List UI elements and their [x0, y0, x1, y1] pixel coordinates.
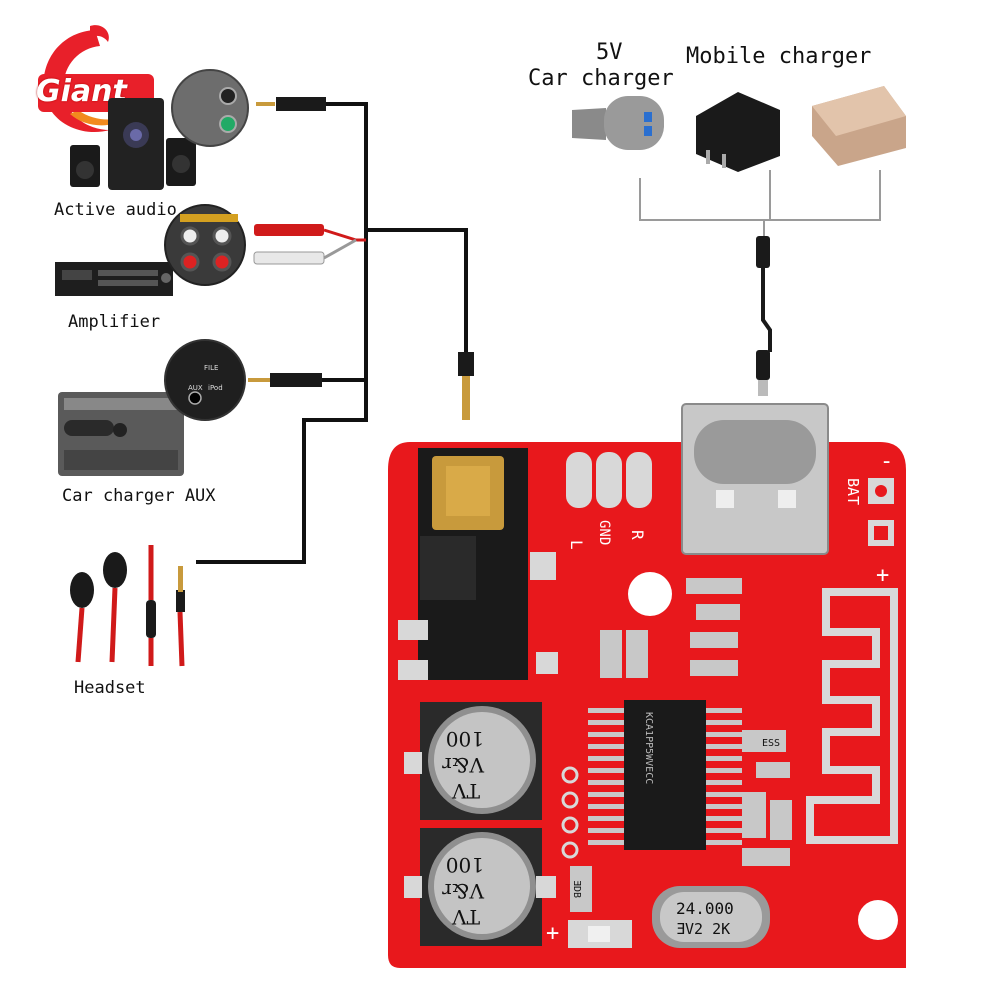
aux-panel-aux: AUX	[188, 384, 203, 392]
charger-wiring	[639, 170, 881, 240]
battery-plus-label: +	[876, 563, 889, 588]
crystal-freq: 24.000	[676, 899, 734, 918]
cap2-line1: TV	[452, 905, 480, 929]
label-active-audio: Active audio	[54, 200, 177, 220]
rca-panel	[164, 204, 246, 286]
chip-marking: KCA1PP5WVECC	[643, 712, 654, 784]
battery-minus-label: -	[880, 449, 893, 474]
usb-cable	[756, 236, 772, 396]
board-silkscreen: L GND R BAT - + + ESS ƎDB KCA1PP5WVECC	[546, 449, 893, 946]
pin-label-r: R	[628, 530, 647, 540]
cap1-line3: 100	[446, 727, 484, 751]
speaker-system-icon	[70, 98, 196, 190]
label-5v: 5V	[596, 40, 623, 65]
power-bank-icon	[812, 86, 906, 166]
aux-panel-file-text: FILE	[204, 364, 218, 372]
label-mobile-charger: Mobile charger	[686, 44, 872, 69]
car-stereo-icon	[58, 392, 184, 476]
ess-label: ESS	[762, 738, 780, 749]
aux-panel	[164, 339, 246, 421]
led-plus-label: +	[546, 921, 559, 946]
amplifier-icon	[55, 262, 173, 296]
wall-charger-icon	[696, 92, 780, 172]
label-amplifier: Amplifier	[68, 312, 161, 332]
pin-label-gnd: GND	[596, 520, 612, 545]
crystal-code: ƎV2 2K	[676, 920, 730, 938]
crystal-markings: 24.000 ƎV2 2K	[676, 899, 734, 938]
audio-wiring	[196, 97, 468, 564]
cap2-line3: 100	[446, 853, 484, 877]
label-car-charger-aux: Car charger AUX	[62, 486, 216, 506]
board-audio-plug	[458, 352, 474, 420]
cap1-line2: V&r	[442, 753, 485, 777]
aux-panel-ipod: iPod	[208, 384, 223, 392]
audio-jack-panel-1	[171, 69, 249, 147]
car-charger-icon	[572, 96, 664, 150]
headset-icon	[70, 545, 185, 667]
led-small-label: ƎDB	[571, 880, 582, 898]
label-headset: Headset	[74, 678, 146, 698]
pin-label-l: L	[567, 540, 586, 550]
cap2-line2: V&r	[442, 879, 485, 903]
bat-label: BAT	[844, 478, 862, 505]
label-car-charger: Car charger	[528, 66, 674, 91]
capacitor-markings: TV V&r 100 TV V&r 100	[442, 727, 485, 929]
cap1-line1: TV	[452, 779, 480, 803]
bluetooth-board	[388, 403, 906, 968]
aux-panel-labels: AUX iPod FILE	[188, 364, 223, 392]
